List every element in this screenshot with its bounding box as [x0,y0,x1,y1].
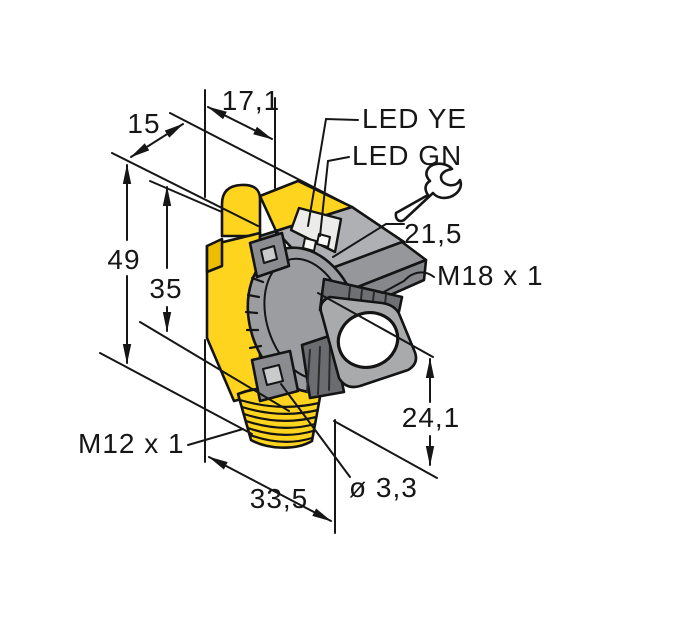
led-indicator-2 [316,233,331,248]
bracket-hole-top [260,245,278,264]
dimension-annotations [99,89,438,534]
dim-label-24-1: 24,1 [402,402,461,433]
ext-line-15-right [169,112,353,208]
ext-line-49-bottom [99,352,253,435]
mounting-bracket-top [248,231,291,279]
wrench-icon [394,162,463,223]
label-led-gn: LED GN [352,140,462,171]
ext-line-35-bottom [139,321,290,412]
ext-line-15-left [111,152,259,227]
leader-led-ye [307,117,359,227]
dim-line-15 [130,123,184,158]
dovetail-notch [205,237,224,274]
dim-label-17-1: 17,1 [222,85,281,116]
dim-label-49: 49 [107,244,140,275]
label-thread-m12: M12 x 1 [78,428,185,459]
sensor-illustration [205,179,428,449]
dim-label-15: 15 [127,108,160,139]
ext-line-35-top [149,180,223,213]
leader-m18 [381,271,435,294]
ext-line-24-1-bottom [333,420,438,479]
leader-21-5 [332,223,405,258]
leader-m12 [187,428,244,446]
leader-led-gn [319,156,350,237]
leader-hole-3-3 [280,383,351,478]
dim-label-33-5: 33,5 [250,483,309,514]
dim-line-33-5 [208,456,332,522]
bracket-hole-bottom [262,364,284,386]
dim-label-hole-3-3: ø 3,3 [349,472,418,503]
ext-line-24-1-top [317,292,434,358]
label-led-ye: LED YE [362,103,467,134]
mounting-bracket-bottom [250,349,300,403]
dim-label-21-5: 21,5 [404,218,463,249]
label-thread-m18: M18 x 1 [437,260,544,291]
dim-line-17-1 [207,106,273,140]
dim-label-35: 35 [149,273,182,304]
